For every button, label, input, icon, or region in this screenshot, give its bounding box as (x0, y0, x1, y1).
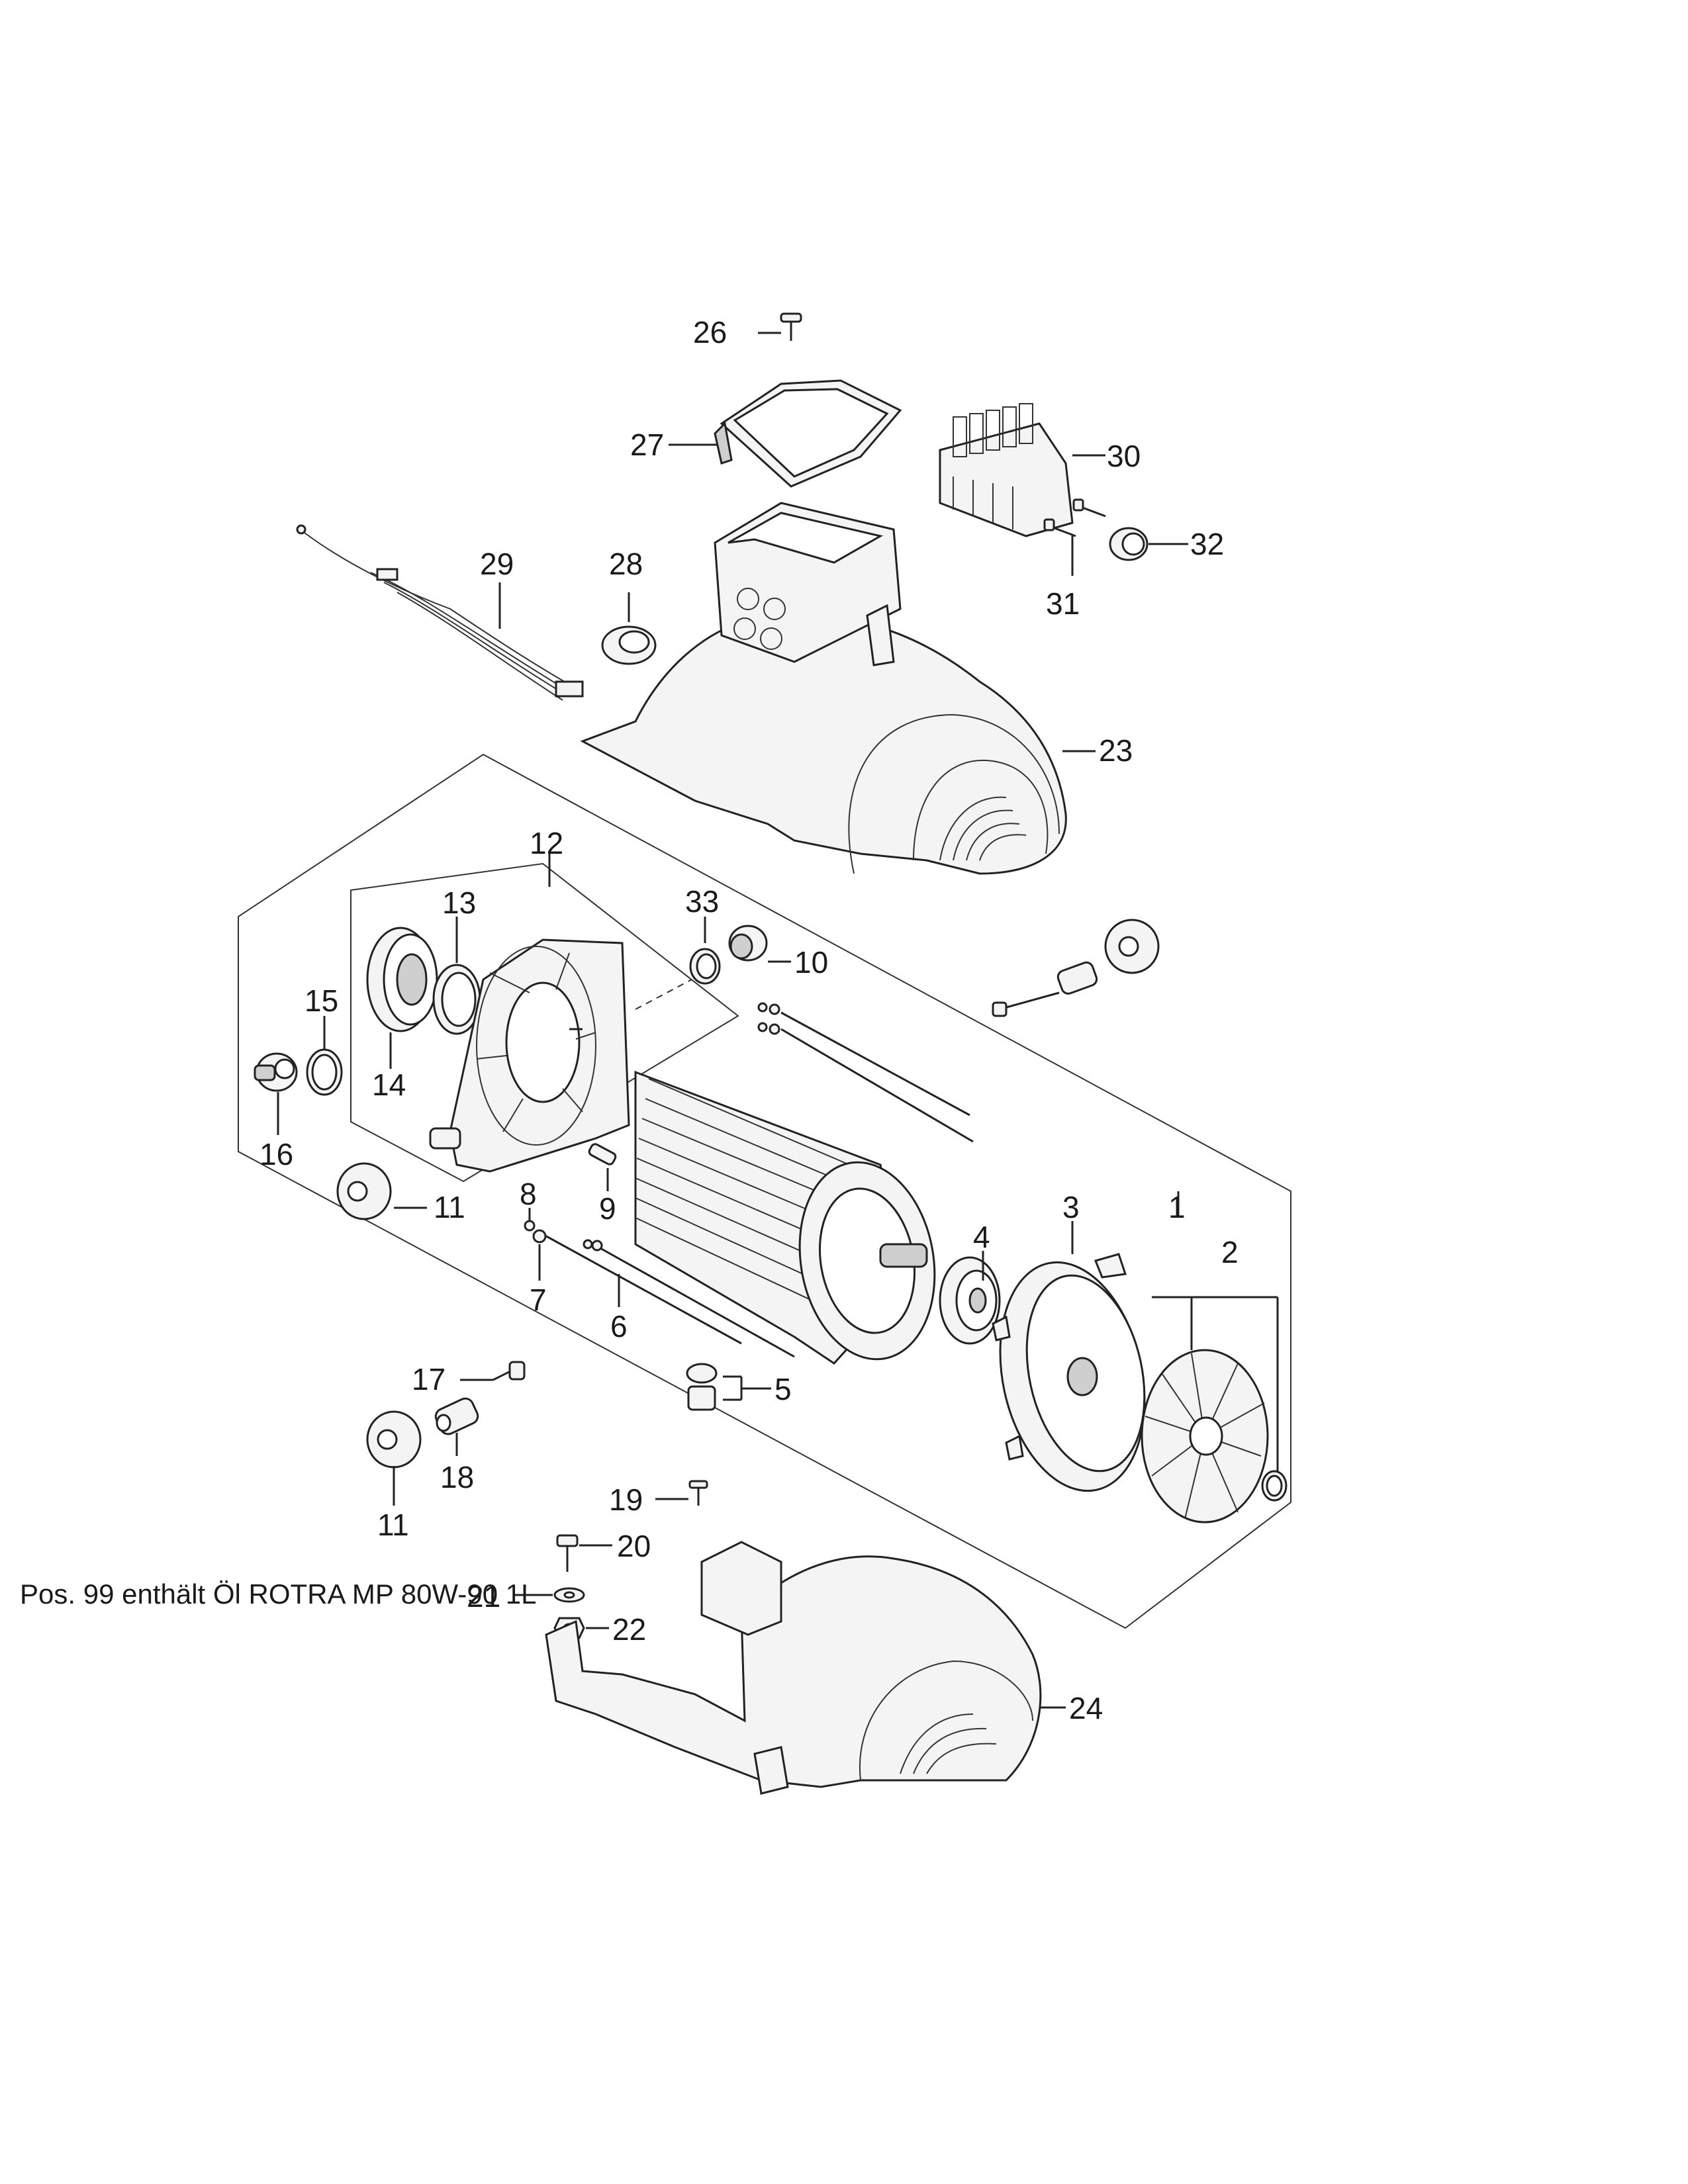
plug-28 (601, 625, 657, 665)
label-19: 19 (609, 1482, 643, 1517)
label-27: 27 (630, 428, 664, 462)
fan-wheel-2 (1141, 1349, 1269, 1524)
sleeve-18 (434, 1397, 479, 1435)
end-cover-3 (992, 1253, 1146, 1492)
screw-19 (688, 1480, 708, 1506)
bearing-14 (366, 927, 438, 1032)
label-20: 20 (617, 1529, 651, 1563)
callout-labels: 26 27 30 32 31 29 28 23 12 33 10 13 15 1… (259, 315, 1239, 1725)
washer-7 (532, 1229, 547, 1244)
label-11a: 11 (434, 1190, 465, 1224)
label-17: 17 (412, 1362, 445, 1396)
label-11b: 11 (377, 1508, 409, 1542)
label-2: 2 (1221, 1235, 1239, 1269)
label-3: 3 (1062, 1190, 1080, 1224)
bolt-17 (492, 1361, 526, 1381)
label-1: 1 (1168, 1190, 1186, 1224)
label-16: 16 (259, 1137, 293, 1171)
label-31: 31 (1046, 586, 1080, 621)
tie-rods-6 (542, 1002, 974, 1358)
label-10: 10 (794, 945, 828, 979)
screw-26 (780, 312, 802, 341)
terminal-box-lid-27 (714, 379, 902, 488)
label-15: 15 (305, 983, 338, 1018)
label-7: 7 (530, 1283, 547, 1317)
stator-body (634, 1070, 936, 1365)
o-ring-15 (306, 1048, 343, 1096)
ring-33 (689, 948, 721, 985)
label-14: 14 (372, 1068, 406, 1102)
washer-21 (553, 1587, 585, 1603)
terminal-block-30 (939, 403, 1074, 537)
screw-31 (1043, 498, 1106, 537)
cable-harness-29 (296, 524, 584, 701)
key-9 (588, 1143, 617, 1165)
assembly-1-frame (238, 753, 1291, 1629)
label-33: 33 (685, 884, 719, 919)
label-21: 21 (467, 1579, 500, 1614)
leader-lines (277, 332, 1279, 1709)
rubber-foot-11b (366, 1410, 422, 1469)
label-22: 22 (612, 1612, 646, 1647)
label-18: 18 (440, 1460, 474, 1494)
vent-plug-10 (728, 925, 768, 962)
label-28: 28 (609, 547, 643, 581)
label-6: 6 (610, 1309, 628, 1343)
rubber-mount-set (992, 919, 1160, 1017)
lower-housing-24 (545, 1541, 1042, 1795)
label-29: 29 (480, 547, 514, 581)
label-24: 24 (1069, 1691, 1103, 1725)
label-8: 8 (520, 1177, 537, 1211)
bolt-20 (556, 1534, 579, 1572)
drain-plug-5 (686, 1363, 718, 1411)
nut-8 (524, 1220, 536, 1232)
seal-13 (432, 964, 481, 1035)
valve-16 (254, 1052, 298, 1092)
end-shield-12 (429, 938, 692, 1173)
upper-housing-23 (580, 502, 1067, 875)
rubber-foot-11a (336, 1162, 392, 1220)
label-30: 30 (1107, 439, 1141, 473)
label-13: 13 (442, 886, 476, 920)
cable-gland-32 (1109, 527, 1149, 561)
label-9: 9 (599, 1191, 616, 1226)
label-12: 12 (530, 826, 563, 860)
footnote-oil-info: Pos. 99 enthält Öl ROTRA MP 80W-90 1L (20, 1578, 537, 1610)
label-32: 32 (1190, 527, 1224, 561)
bearing-4 (939, 1256, 1001, 1345)
label-23: 23 (1099, 733, 1133, 768)
circlip-2 (1261, 1470, 1288, 1502)
label-26: 26 (693, 315, 727, 349)
label-5: 5 (774, 1372, 792, 1406)
label-4: 4 (973, 1220, 990, 1254)
